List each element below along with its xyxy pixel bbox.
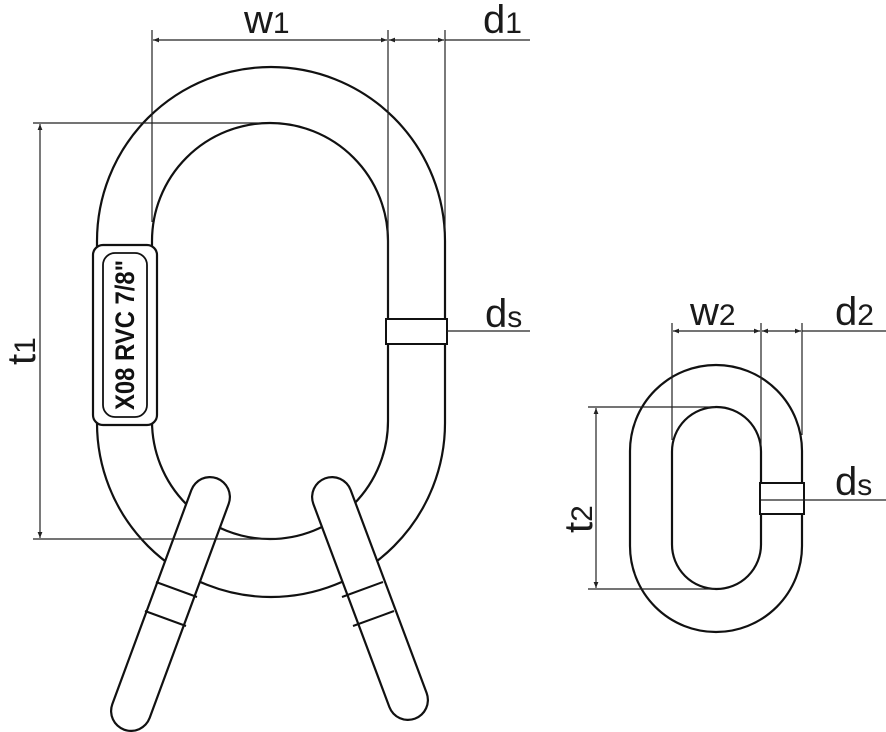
intermediate-link-inner	[670, 405, 763, 591]
right-leg	[311, 476, 429, 721]
marking-text: X08 RVC 7/8"	[110, 260, 140, 410]
marking-plate-inner	[102, 252, 148, 418]
ds-label: ds	[485, 292, 522, 336]
left-leg-band-top	[155, 581, 198, 598]
master-link-inner	[150, 121, 390, 541]
left-leg-band-bottom	[144, 610, 187, 627]
w2-label: w2	[689, 290, 736, 334]
d1-label: d1	[483, 0, 522, 42]
ds-small-label: ds	[835, 460, 872, 504]
intermediate-link-dimensions: w2 d2 ds t2	[557, 290, 886, 590]
t1-label: t1	[0, 337, 44, 365]
intermediate-link	[628, 363, 805, 634]
d2-label: d2	[835, 290, 874, 334]
right-leg-band-top	[341, 581, 384, 598]
ds-band-small	[759, 482, 805, 515]
t2-label: t2	[557, 505, 601, 533]
master-link: X08 RVC 7/8"	[91, 65, 448, 599]
right-leg-band-bottom	[352, 610, 395, 627]
left-leg	[110, 476, 231, 732]
w1-label: w1	[243, 0, 290, 42]
master-link-dimensions: w1 d1 ds t1	[0, 0, 530, 540]
ds-band	[385, 318, 448, 345]
